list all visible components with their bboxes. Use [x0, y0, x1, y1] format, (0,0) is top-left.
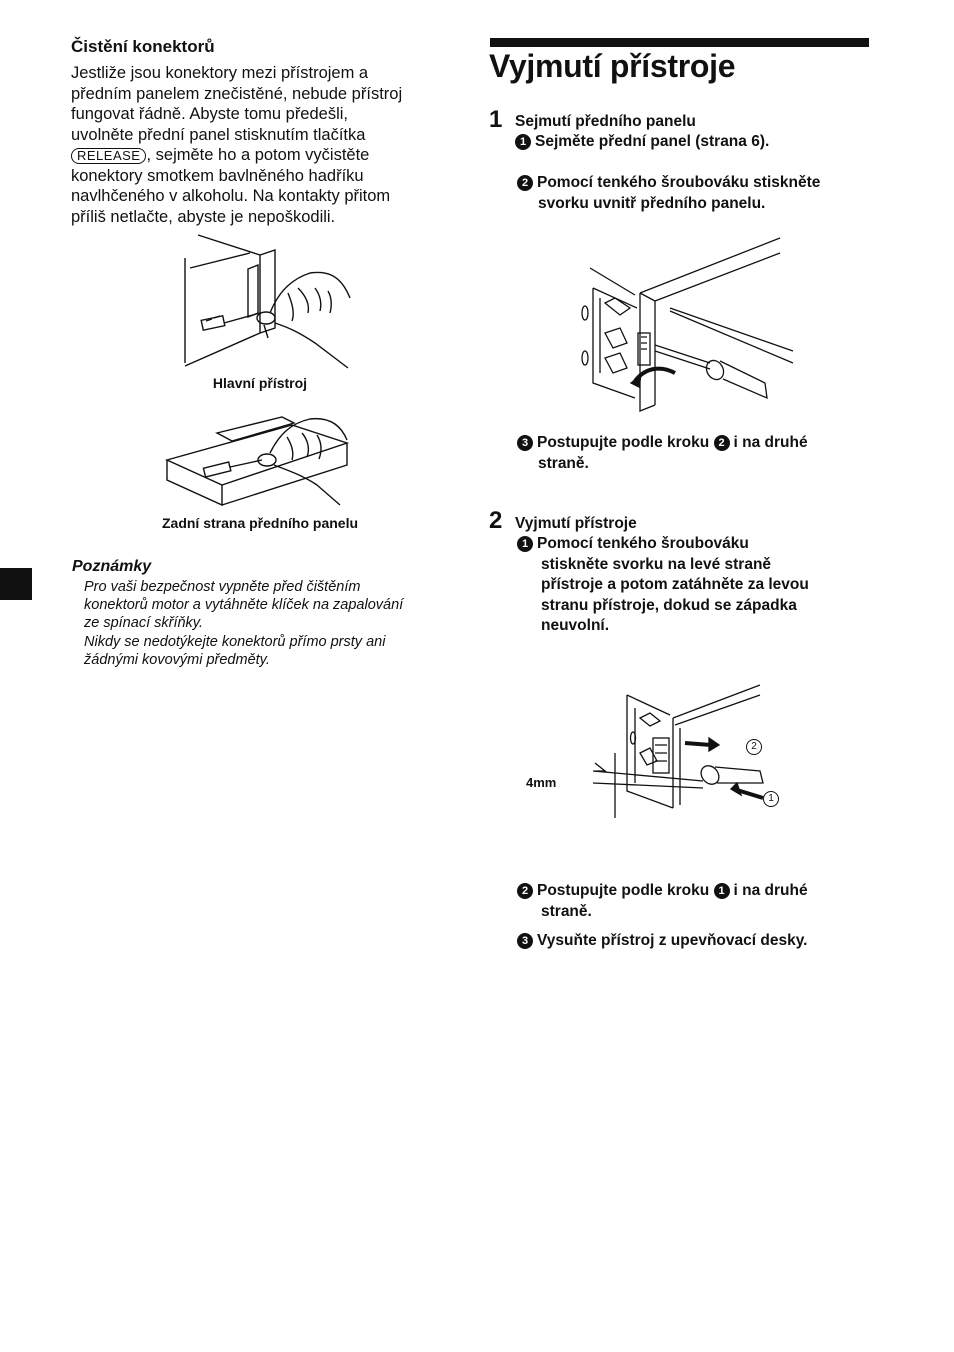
step2-sub1-line: přístroje a potom zatáhněte za levou [541, 576, 809, 593]
para-after-release: , sejměte ho a potom vyčistěte [146, 146, 370, 164]
section-tab [0, 568, 32, 600]
step-marker: 3 [517, 435, 533, 451]
step-marker: 1 [515, 134, 531, 150]
step2-sub2-text-a: Postupujte podle kroku [537, 882, 710, 899]
section-heading-cleaning: Čistění konektorů [71, 37, 215, 56]
step1-sub3-text-a: Postupujte podle kroku [537, 434, 710, 451]
caption-front-panel-back: Zadní strana předního panelu [161, 515, 359, 531]
notes-title: Poznámky [72, 558, 152, 575]
note-line: žádnými kovovými předměty. [84, 651, 270, 668]
unit-removal-illustration [592, 684, 764, 818]
step2-sub2-text-b: i na druhé [733, 882, 808, 899]
step-ref-marker: 1 [713, 883, 730, 899]
step2-heading: Vyjmutí přístroje [515, 515, 637, 532]
callout-1: 1 [763, 788, 779, 807]
main-unit-cleaning-illustration [184, 234, 351, 369]
note-line: Nikdy se nedotýkejte konektorů přímo prs… [84, 633, 386, 650]
step1-sub1-text: Sejměte přední panel (strana 6). [535, 133, 770, 150]
para-line-release: RELEASE, sejměte ho a potom vyčistěte [71, 145, 451, 166]
step2-sub1-line: stiskněte svorku na levé straně [541, 555, 772, 573]
callout-marker-1: 1 [763, 791, 779, 807]
step1-sub2-line: Pomocí tenkého šroubováku stiskněte [537, 174, 821, 191]
step1-sub3-text-b: i na druhé [733, 434, 808, 451]
step-marker: 2 [517, 175, 533, 191]
para-line: Jestliže jsou konektory mezi přístrojem … [71, 64, 369, 82]
step2-sub1-line: stranu přístroje, dokud se západka [541, 596, 797, 614]
step-number-2: 2 [489, 507, 503, 534]
para-line: uvolněte přední panel stisknutím tlačítk… [71, 125, 366, 144]
step-marker: 2 [517, 883, 533, 899]
note-line: Pro vaši bezpečnost vypněte před čištění… [84, 579, 361, 595]
page-title: Vyjmutí přístroje [489, 48, 736, 84]
para-line: konektory smotkem bavlněného hadříku [71, 166, 364, 185]
dimension-label-4mm: 4mm [526, 775, 557, 790]
step2-sub1-line: Pomocí tenkého šroubováku [537, 535, 749, 552]
title-rule [490, 38, 869, 47]
step-marker: 3 [517, 933, 533, 949]
step-marker: 1 [517, 536, 533, 552]
para-line: navlhčeného v alkoholu. Na kontakty přit… [71, 187, 391, 205]
caption-main-unit: Hlavní přístroj [212, 375, 308, 391]
step-number-1: 1 [489, 106, 503, 133]
front-panel-back-cleaning-illustration [164, 416, 350, 507]
front-panel-clip-illustration [581, 237, 794, 412]
callout-marker-2: 2 [746, 739, 762, 755]
cleaning-paragraph: Jestliže jsou konektory mezi přístrojem … [71, 63, 451, 227]
step2-sub3-text: Vysuňte přístroj z upevňovací desky. [537, 932, 808, 949]
release-button-label: RELEASE [71, 148, 147, 164]
step1-sub3-text-c: straně. [538, 454, 589, 472]
step1-sub2-line: svorku uvnitř předního panelu. [538, 194, 766, 212]
para-line: příliš netlačte, abyste je nepoškodili. [71, 207, 336, 226]
step2-sub1-line: neuvolní. [541, 617, 610, 634]
note-line: konektorů motor a vytáhněte klíček na za… [84, 597, 404, 614]
step-ref-marker: 2 [713, 435, 730, 451]
para-line: fungovat řádně. Abyste tomu předešli, [71, 105, 349, 123]
notes-list: Pro vaši bezpečnost vypněte před čištění… [84, 578, 454, 669]
callout-2: 2 [746, 736, 762, 755]
step1-heading: Sejmutí předního panelu [515, 113, 696, 130]
para-line: předním panelem znečistěné, nebude příst… [71, 84, 403, 103]
note-line: ze spínací skříňky. [84, 615, 203, 632]
step2-sub2-text-c: straně. [541, 902, 592, 920]
